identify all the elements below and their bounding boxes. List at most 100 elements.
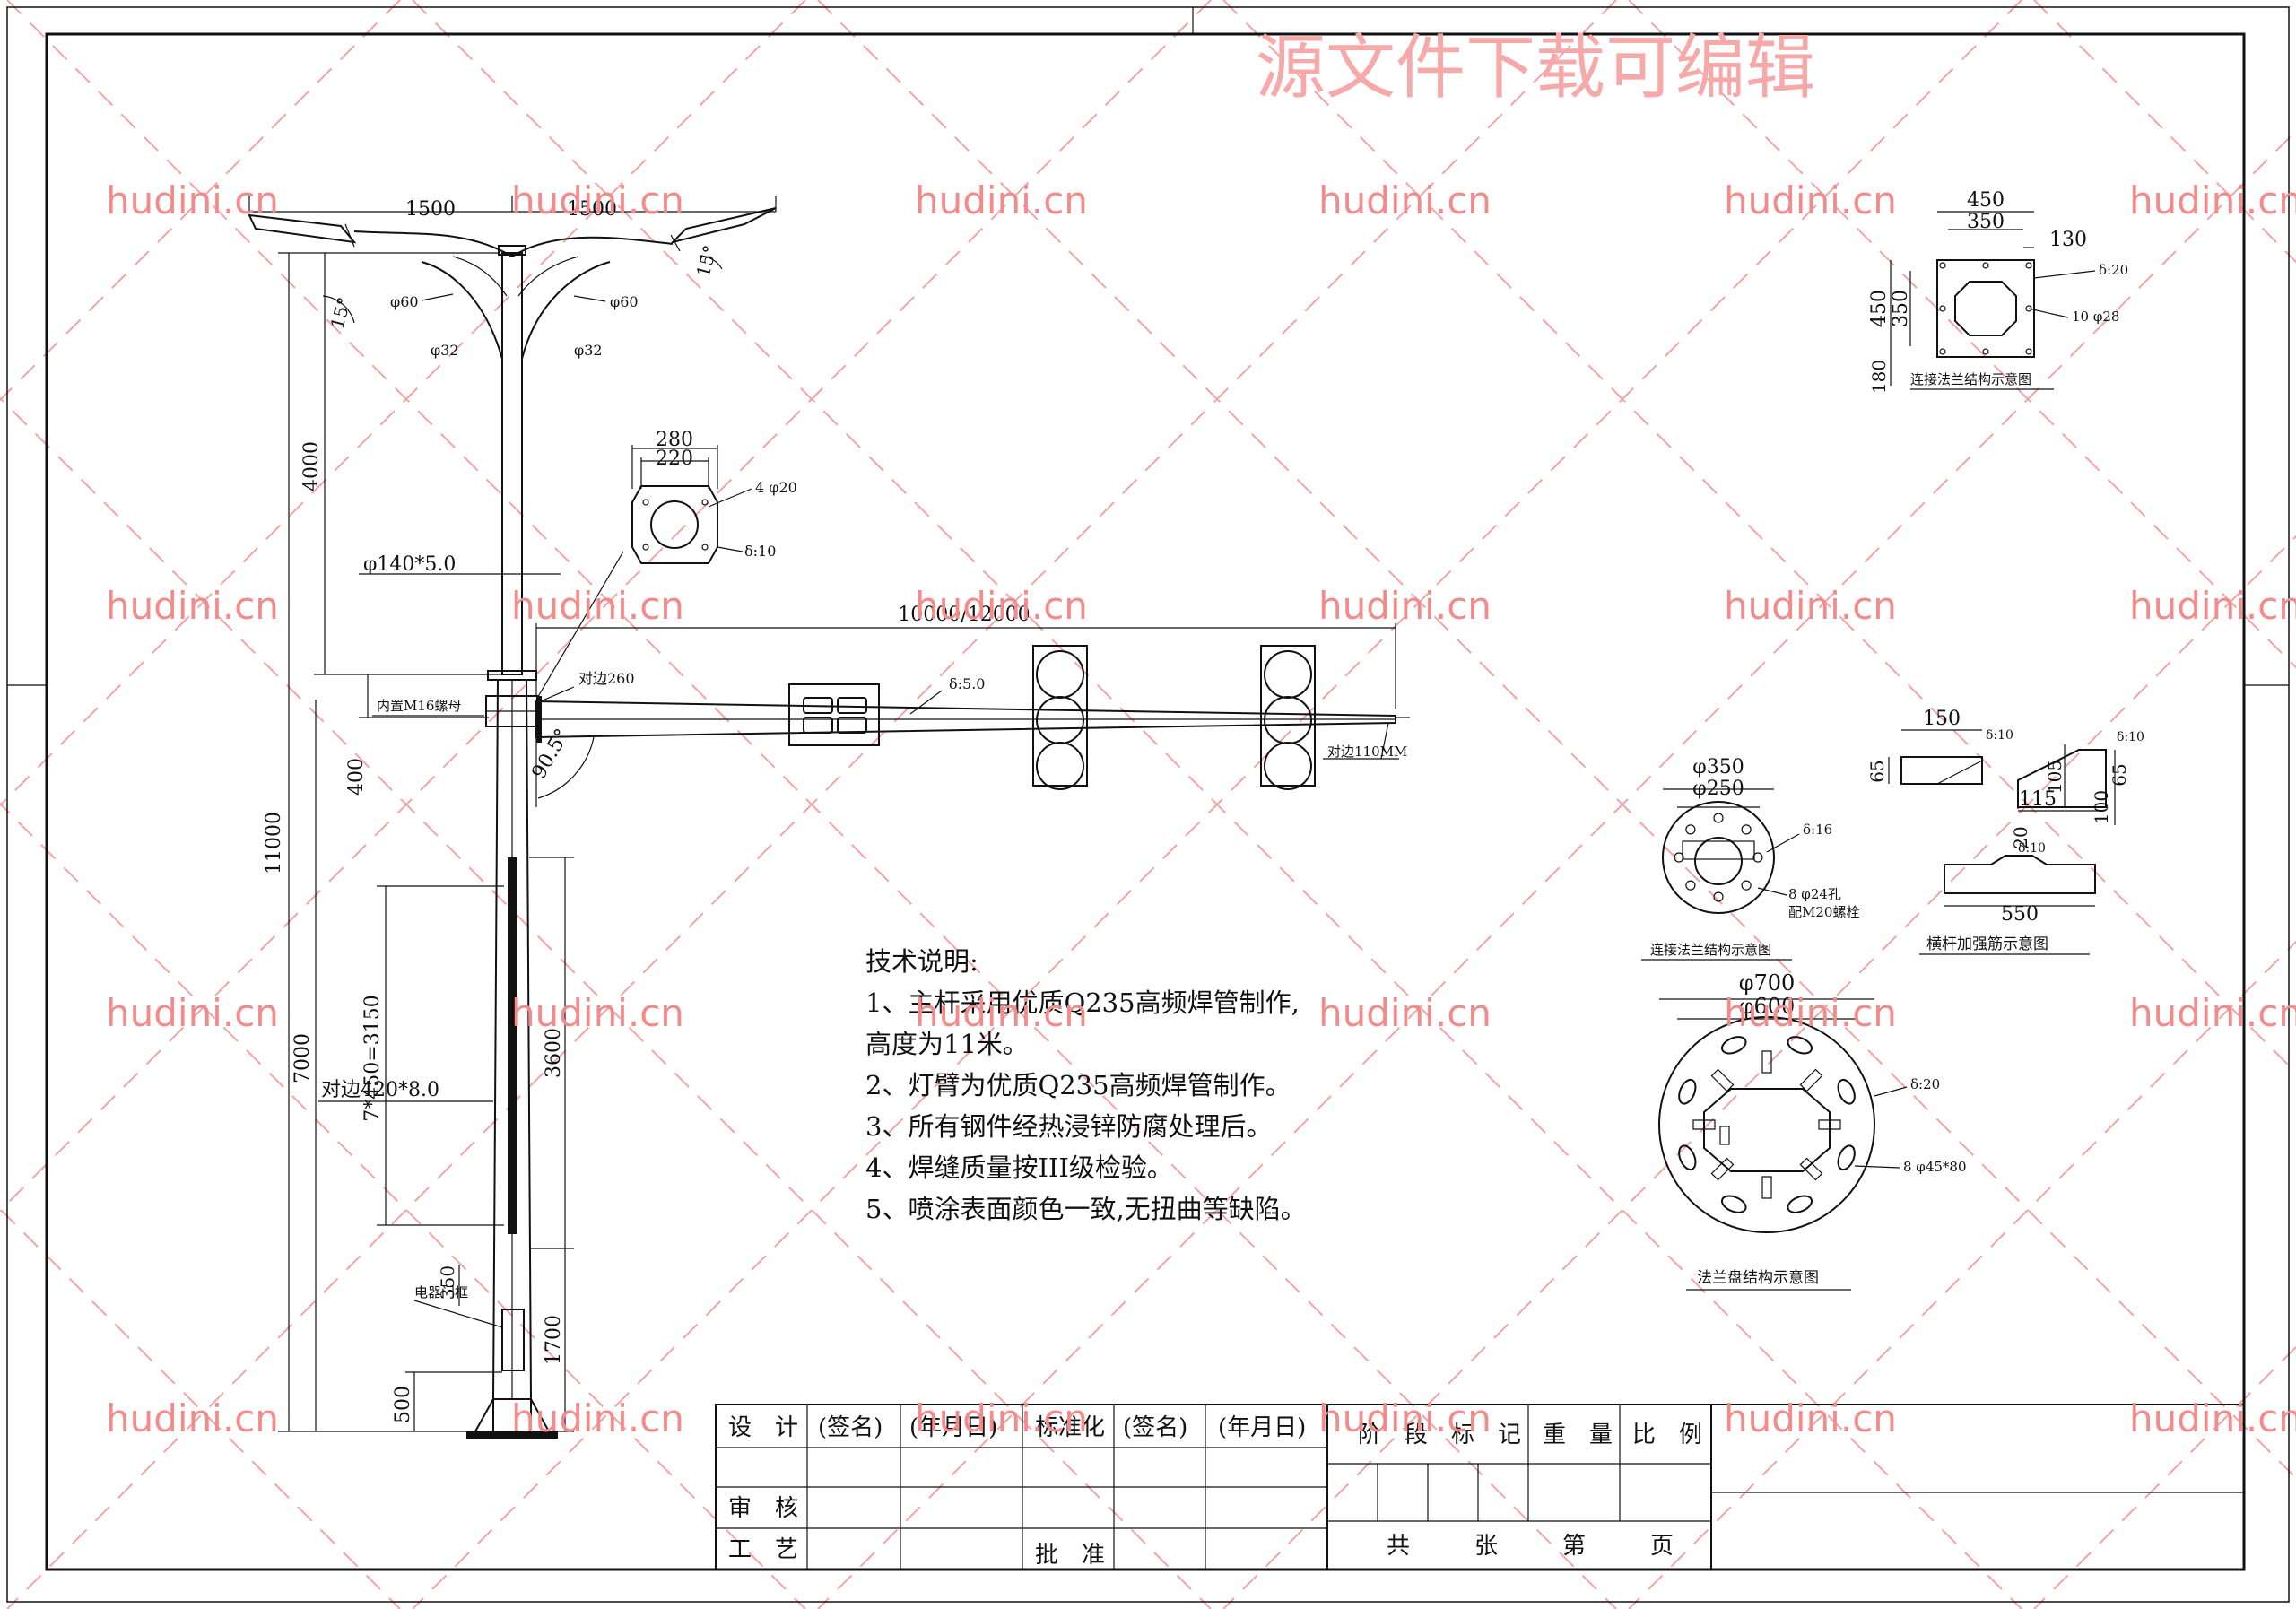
dim-base-flange-d1: φ700 <box>1739 970 1796 996</box>
mid-flange-hole <box>1752 852 1763 863</box>
base-flange-rib <box>1710 1157 1735 1181</box>
dim-brace-dia-left: φ32 <box>430 342 459 359</box>
mid-flange-hole <box>1685 880 1696 891</box>
tb-sheets: 张 <box>1474 1533 1498 1560</box>
watermark-site-text: hudini.cn <box>106 1396 279 1440</box>
dim-rib-b-h3: 100 <box>2091 790 2112 824</box>
arm-right-upper <box>511 236 674 257</box>
label-top-flange-thk: δ:20 <box>2099 262 2128 278</box>
caption-rib: 横杆加强筋示意图 <box>1926 935 2048 953</box>
tb-page: 页 <box>1650 1533 1674 1560</box>
label-rib-a-thk: δ:10 <box>1986 728 2013 743</box>
mid-flange-hole <box>1741 880 1752 891</box>
top-flange-plate <box>1936 259 2035 358</box>
arm-flange-bore <box>650 500 699 549</box>
lamp-left-collar <box>344 223 355 248</box>
dim-rib-b-h1: 105 <box>2044 760 2066 794</box>
label-arm-flange-holes: 4 φ20 <box>755 479 797 496</box>
dim-base-flange-d2: φ600 <box>1739 994 1796 1019</box>
tb-standard: 标准化 <box>1035 1414 1105 1441</box>
dim-arm-flange-inner: 220 <box>656 448 693 470</box>
tb-total: 共 <box>1387 1533 1410 1560</box>
dim-top-flange-h3: 180 <box>1868 360 1890 394</box>
dim-rib-a-h: 65 <box>1866 760 1888 782</box>
dim-top-flange-w2: 350 <box>1967 211 2005 233</box>
base-flange-slot <box>1787 1195 1813 1213</box>
label-base-flange-holes: 8 φ45*80 <box>1903 1159 1967 1175</box>
dim-upper-section: 4000 <box>300 441 323 491</box>
watermark-site-text: hudini.cn <box>1724 178 1897 222</box>
rib-detail: 150 65 δ:10 115 105 65 100 δ:10 550 20 δ… <box>1866 708 2144 955</box>
note-line-1: 1、主杆采用优质Q235高频焊管制作, <box>865 987 1300 1018</box>
base-flange-slot <box>1837 1144 1856 1171</box>
label-mid-flange-holes: 8 φ24孔 <box>1788 886 1841 902</box>
mid-flange-bore <box>1694 837 1743 885</box>
label-arm-flange-thk: δ:10 <box>744 543 776 560</box>
dim-rib-b-w: 115 <box>2019 788 2057 811</box>
base-flange-rib <box>1761 1176 1772 1199</box>
base-flange-rib <box>1799 1068 1823 1092</box>
lamp-head-left <box>248 213 357 244</box>
watermark-site-text: hudini.cn <box>106 178 279 222</box>
base-flange-slot <box>1720 1195 1747 1213</box>
base-flange-rib <box>1818 1119 1841 1130</box>
watermark-site-text: hudini.cn <box>1318 991 1492 1035</box>
dim-mid-flange-d1: φ350 <box>1692 756 1744 778</box>
label-plate-thk: δ:5.0 <box>949 675 985 692</box>
note-line-5: 4、焊缝质量按III级检验。 <box>865 1152 1173 1183</box>
watermark-site-text: hudini.cn <box>915 1396 1088 1440</box>
tb-sign-2: (签名) <box>1123 1414 1187 1441</box>
label-mid-flange-bolts: 配M20螺栓 <box>1788 904 1859 920</box>
tb-num: 第 <box>1562 1533 1586 1560</box>
base-stiffener-left <box>474 1396 494 1432</box>
left-dimensions: 11000 4000 400 7000 7*450=3150 350 500 φ… <box>263 252 561 1432</box>
mid-flange-hole <box>1713 813 1724 823</box>
label-rib-c-thk: δ:10 <box>2018 841 2046 856</box>
arm-flange-octagon <box>631 485 718 564</box>
note-line-4: 3、所有钢件经热浸锌防腐处理后。 <box>865 1111 1272 1142</box>
dim-brace-dia-right: φ32 <box>574 342 603 359</box>
watermark-site-text: hudini.cn <box>511 1396 684 1440</box>
dim-arm-length: 10000/12000 <box>898 604 1030 626</box>
watermark-site-text: hudini.cn <box>106 991 279 1035</box>
base-flange-octagon <box>1703 1088 1831 1172</box>
arm-left-brace-2 <box>452 256 508 297</box>
top-flange-detail: 450 350 130 450 350 180 δ:20 10 φ28 连接法兰… <box>1868 189 2128 394</box>
top-flange-octagon <box>1954 281 2017 336</box>
caption-mid-flange: 连接法兰结构示意图 <box>1650 942 1771 958</box>
label-nut: 内置M16螺母 <box>377 698 461 714</box>
watermark-site-text: hudini.cn <box>106 584 279 628</box>
rib-c <box>1944 855 2096 894</box>
watermark-site-text: hudini.cn <box>511 178 684 222</box>
lamp-head-right <box>669 207 777 244</box>
cross-arm-end-plate <box>536 696 542 743</box>
base-flange-slot <box>1720 1036 1747 1055</box>
tb-process: 工 艺 <box>728 1536 798 1563</box>
tb-date-2: (年月日) <box>1218 1414 1306 1441</box>
main-pole <box>466 245 558 1439</box>
arm-left-upper <box>353 230 513 257</box>
base-flange-plate <box>466 1431 558 1439</box>
tb-review: 审 核 <box>728 1495 798 1522</box>
base-flange-slot <box>1787 1036 1813 1055</box>
note-line-2: 高度为11米。 <box>865 1029 1029 1059</box>
dim-top-flange-w1: 450 <box>1967 189 2005 212</box>
tb-design: 设 计 <box>728 1414 798 1441</box>
tb-approve: 批 准 <box>1035 1542 1105 1569</box>
countdown-display <box>788 683 880 746</box>
signal-head-1 <box>1032 645 1088 790</box>
dim-top-flange-h1: 450 <box>1868 290 1891 327</box>
dim-base-height: 1700 <box>543 1315 565 1365</box>
note-line-3: 2、灯臂为优质Q235高频焊管制作。 <box>865 1070 1292 1100</box>
dim-angle: 90.5° <box>528 726 575 783</box>
base-flange-slot <box>1837 1078 1856 1105</box>
caption-top-flange: 连接法兰结构示意图 <box>1910 371 2031 387</box>
watermark-site-text: hudini.cn <box>2129 584 2296 628</box>
label-tip-size: 对边110MM <box>1327 744 1407 760</box>
base-flange-rib <box>1799 1157 1823 1181</box>
dim-top-flange-h2: 350 <box>1890 290 1912 327</box>
label-upper-pipe: φ140*5.0 <box>363 553 456 576</box>
base-flange-slot <box>1678 1144 1697 1171</box>
pole-right-dimensions: 3600 1700 <box>529 857 574 1432</box>
